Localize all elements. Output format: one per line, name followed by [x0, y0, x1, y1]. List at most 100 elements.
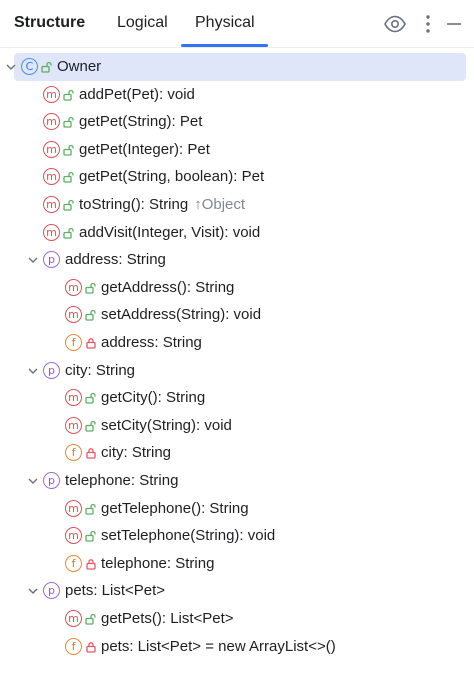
tree-row-label: addVisit(Integer, Visit): void [79, 224, 260, 241]
tree-row-label: getPet(String): Pet [79, 113, 202, 130]
tree-row-label: getAddress(): String [101, 279, 234, 296]
unlock-icon [85, 503, 96, 515]
method-icon: m [65, 610, 82, 627]
chevron-down-icon[interactable] [4, 60, 18, 74]
tree-row-label: addPet(Pet): void [79, 86, 195, 103]
property-icon: p [43, 361, 60, 379]
tree-row-owner-class[interactable]: C Owner [6, 53, 466, 81]
lock-icon [86, 641, 96, 653]
tree-row-member[interactable]: m getPets(): List<Pet> [14, 605, 466, 633]
tree-row-method[interactable]: m getPet(String, boolean): Pet [14, 163, 466, 191]
unlock-icon [63, 227, 74, 239]
member-signature: setAddress(String): void [101, 306, 262, 324]
field-icon: f [65, 334, 82, 351]
tree-row-label: Owner [57, 58, 101, 75]
tree-row-label: city: String [65, 362, 135, 379]
member-signature: toString(): String [79, 196, 189, 213]
member-signature: telephone: String [101, 554, 215, 572]
tree-row-label: pets: List<Pet> = new ArrayList<>() [101, 638, 336, 655]
method-icon: m [65, 416, 82, 434]
method-icon: m [43, 113, 60, 131]
unlock-icon [63, 117, 74, 128]
unlock-icon [85, 531, 96, 542]
unlock-icon [85, 613, 96, 625]
tree-row-member[interactable]: m setTelephone(String): void [14, 522, 466, 550]
unlock-icon [85, 393, 96, 404]
tree-row-method[interactable]: m toString(): String ↑Object [14, 191, 466, 219]
class-icon: C [21, 58, 38, 75]
member-signature: city: String [101, 444, 172, 462]
field-icon: f [65, 637, 82, 655]
lock-icon [86, 558, 96, 570]
tab-logical[interactable]: Logical [117, 14, 168, 31]
unlock-icon [85, 282, 96, 294]
active-tab-indicator [181, 44, 268, 47]
member-signature: address: String [101, 334, 202, 351]
method-icon: m [65, 527, 82, 545]
more-vertical-icon[interactable] [416, 12, 440, 36]
tree-row-member[interactable]: m setAddress(String): void [14, 301, 466, 329]
property-icon: p [43, 582, 60, 600]
field-icon: f [65, 444, 82, 462]
unlock-icon [63, 199, 74, 211]
tree-row-member[interactable]: m setCity(String): void [14, 412, 466, 440]
lock-icon [86, 338, 96, 349]
tree-row-label: getTelephone(): String [101, 500, 249, 517]
chevron-down-icon[interactable] [26, 474, 40, 488]
method-icon: m [43, 85, 60, 103]
member-signature: getPet(String): Pet [79, 113, 203, 131]
member-signature: getCity(): String [101, 389, 206, 407]
tree-row-property[interactable]: p pets: List<Pet> [14, 577, 466, 605]
tree-row-member[interactable]: f city: String [14, 439, 466, 467]
tree-row-label: setCity(String): void [101, 417, 232, 434]
method-icon: m [65, 306, 82, 324]
unlock-icon [63, 172, 74, 184]
minimize-icon[interactable] [442, 12, 466, 36]
panel-title: Structure [14, 14, 86, 31]
method-icon: m [65, 499, 82, 517]
unlock-icon [85, 310, 96, 322]
member-signature: addPet(Pet): void [79, 85, 195, 103]
member-signature: getTelephone(): String [101, 499, 249, 517]
eye-icon[interactable] [383, 12, 407, 36]
tree-row-label: getPets(): List<Pet> [101, 610, 234, 627]
method-icon: m [43, 168, 60, 186]
member-signature: telephone: String [65, 472, 179, 489]
member-signature: pets: List<Pet> [65, 582, 166, 600]
inherited-from-label: ↑Object [194, 196, 246, 213]
method-icon: m [43, 196, 60, 213]
unlock-icon [85, 420, 96, 432]
tree-row-property[interactable]: p city: String [14, 357, 466, 385]
tab-physical[interactable]: Physical [195, 14, 255, 31]
chevron-down-icon[interactable] [26, 584, 40, 598]
tree-row-label: setAddress(String): void [101, 306, 261, 323]
tree-row-label: telephone: String [101, 555, 214, 572]
tree-row-method[interactable]: m getPet(String): Pet [14, 108, 466, 136]
chevron-down-icon[interactable] [26, 253, 40, 267]
member-signature: setCity(String): void [101, 416, 232, 434]
method-icon: m [43, 140, 60, 158]
unlock-icon [63, 144, 74, 156]
member-signature: Owner [57, 58, 102, 75]
tree-row-method[interactable]: m addPet(Pet): void [14, 81, 466, 109]
tree-row-member[interactable]: m getCity(): String [14, 384, 466, 412]
tree-row-member[interactable]: f pets: List<Pet> = new ArrayList<>() [14, 633, 466, 661]
tree-row-label: city: String [101, 444, 171, 461]
tree-row-label: telephone: String [65, 472, 178, 489]
tree-row-label: getPet(String, boolean): Pet [79, 168, 264, 185]
tree-row-label: pets: List<Pet> [65, 582, 165, 599]
tree-row-member[interactable]: m getTelephone(): String [14, 495, 466, 523]
member-signature: setTelephone(String): void [101, 527, 276, 545]
method-icon: m [65, 389, 82, 407]
unlock-icon [41, 61, 52, 73]
chevron-down-icon[interactable] [26, 364, 40, 378]
member-signature: getAddress(): String [101, 278, 235, 296]
tree-row-member[interactable]: f address: String [14, 329, 466, 357]
member-signature: getPets(): List<Pet> [101, 610, 234, 627]
